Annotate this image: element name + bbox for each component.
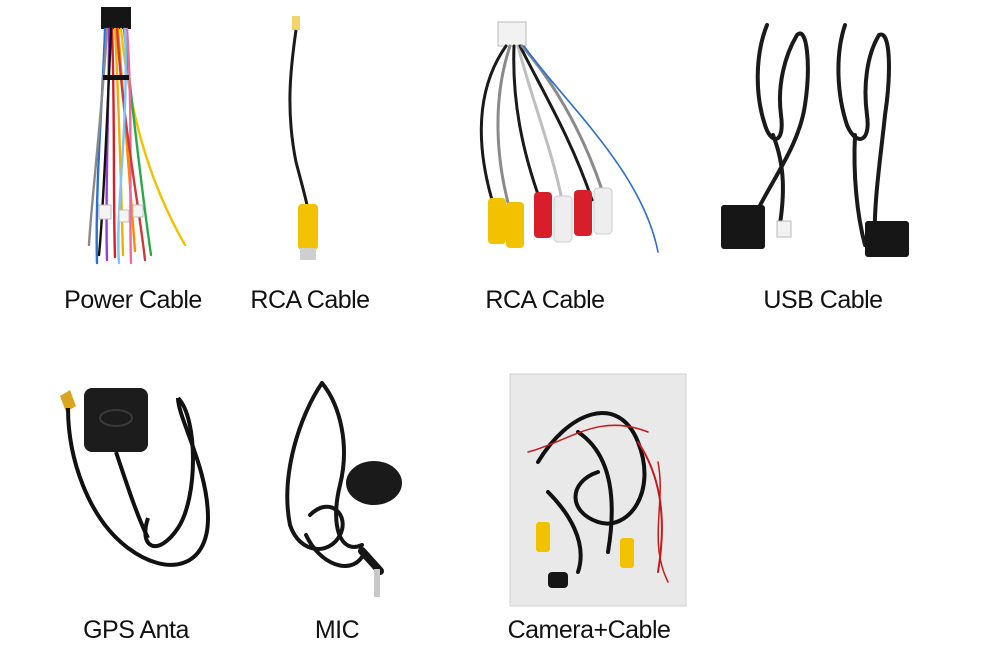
item-label: USB Cable	[763, 286, 883, 314]
item-label: GPS Anta	[83, 616, 189, 644]
multi-rca-illustration	[462, 20, 667, 270]
item-label: Power Cable	[64, 286, 202, 314]
item-label: RCA Cable	[250, 286, 370, 314]
usb-cable-illustration	[715, 15, 915, 260]
item-label: Camera+Cable	[507, 616, 671, 644]
camera-bag-illustration	[508, 372, 688, 608]
item-label: RCA Cable	[485, 286, 605, 314]
gps-antenna-illustration	[28, 378, 228, 588]
item-label: MIC	[314, 616, 360, 644]
microphone-illustration	[270, 375, 410, 605]
power-harness-illustration	[85, 5, 195, 270]
single-rca-illustration	[278, 12, 338, 270]
